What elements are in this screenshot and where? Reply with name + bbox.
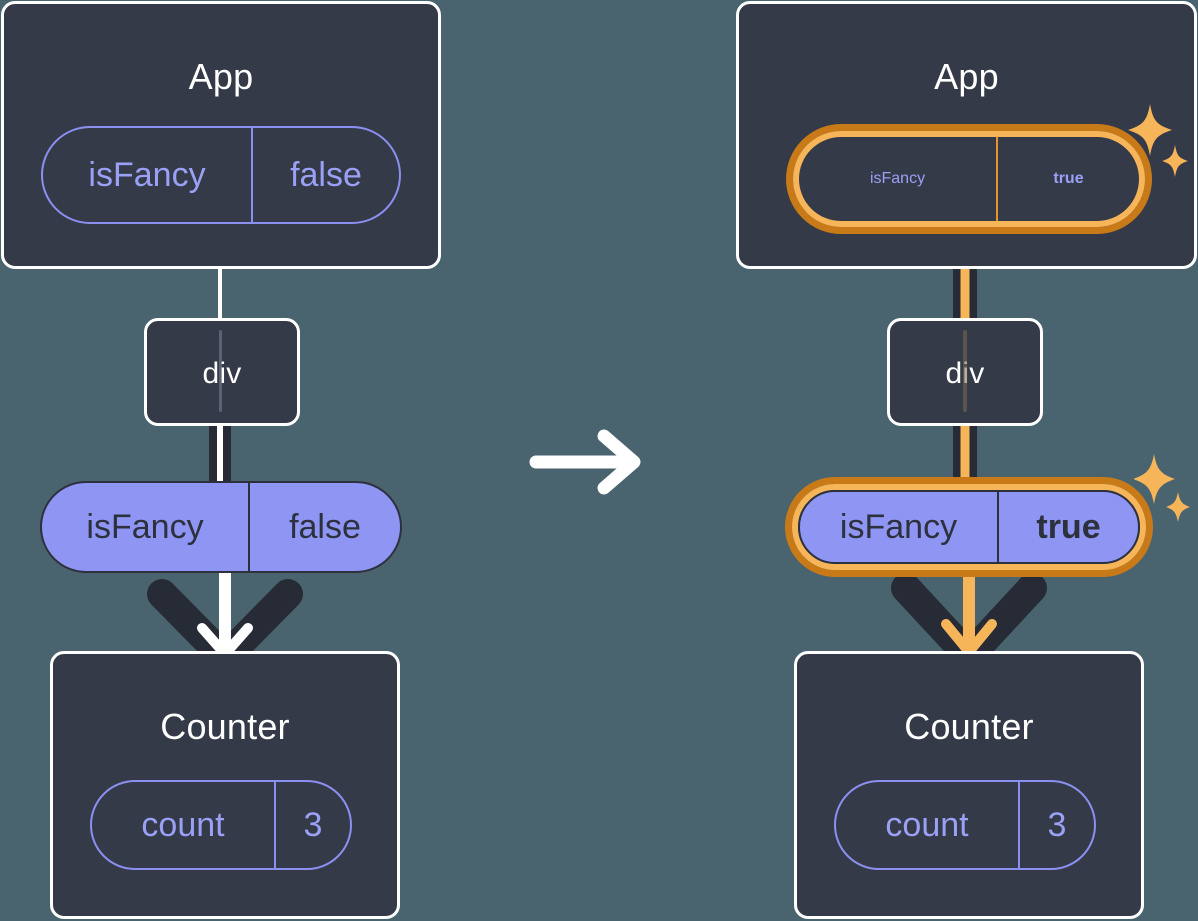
state-pill-key-after: isFancy [869,170,926,187]
node-app-title-before: App [188,56,254,97]
state-pill-isfancy-after[interactable]: isFancy true [799,137,1139,221]
node-counter-title-before: Counter [160,706,290,747]
state-pill-isfancy-before[interactable]: isFancy false [41,126,401,224]
prop-pill-isfancy-after[interactable]: isFancy true [798,490,1140,564]
arrow-right-icon [529,429,641,495]
node-div-before[interactable]: div [144,318,300,426]
prop-pill-key-before: isFancy [86,507,204,546]
node-counter-title-after: Counter [904,706,1034,747]
prop-pill-key-after: isFancy [839,507,958,546]
state-pill-value-before: false [251,128,399,222]
state-pill-key-before: isFancy [88,155,206,194]
connector-trace-div-before [219,330,222,412]
connector-app-to-div-before [218,266,222,322]
highlight-ring-prop-pill-after [785,477,1153,577]
sparkles-prop-pill-after [1134,450,1190,534]
sparkles-state-pill-after [1128,100,1188,190]
highlight-ring-state-pill-after [786,124,1152,234]
counter-pill-count-after[interactable]: count 3 [834,780,1096,870]
connector-trace-div-after [963,330,967,412]
sparkles-icon [1134,454,1190,522]
prop-pill-value-after: true [997,492,1138,562]
counter-pill-value-before: 3 [274,782,350,868]
connector-div-to-prop-before [209,424,231,486]
node-app-title-after: App [934,56,999,97]
transition-arrow [528,428,652,496]
state-pill-value-after: true [996,137,1139,221]
prop-pill-value-before: false [248,483,400,571]
prop-pill-isfancy-before[interactable]: isFancy false [40,481,402,573]
node-div-title-before: div [147,357,297,391]
counter-pill-key-before: count [141,805,225,844]
counter-pill-count-before[interactable]: count 3 [90,780,352,870]
counter-pill-key-after: count [885,805,969,844]
counter-pill-value-after: 3 [1018,782,1094,868]
sparkles-icon [1128,104,1188,177]
